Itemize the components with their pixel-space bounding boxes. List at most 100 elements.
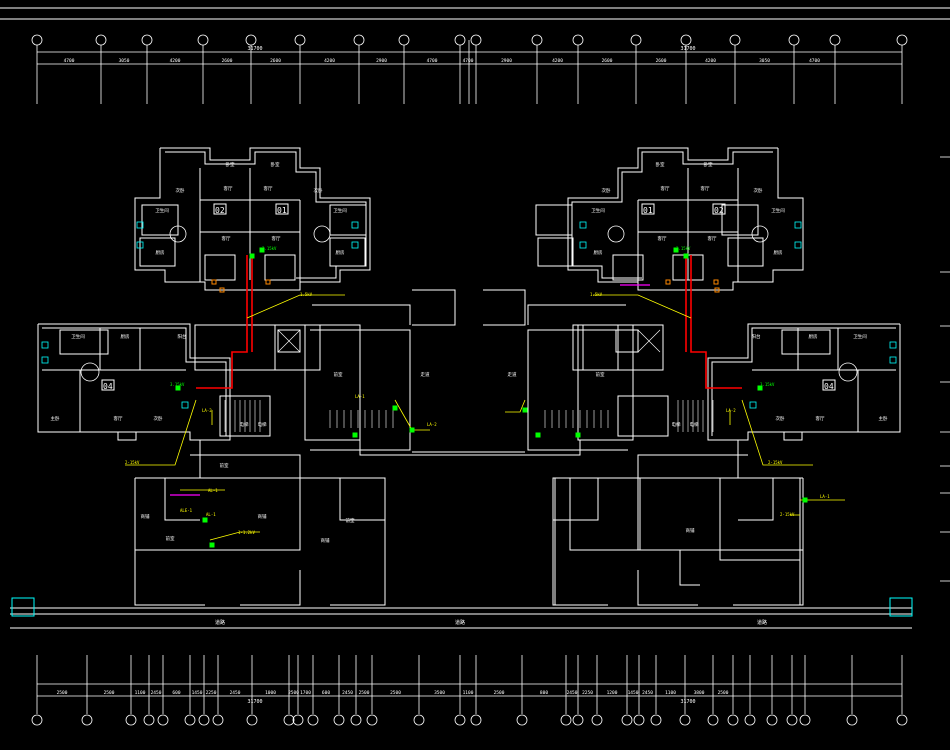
right-edge-ticks	[940, 156, 950, 582]
room-label: 前室	[346, 517, 355, 524]
equipment-marker	[352, 432, 358, 438]
room-label: 卫生间	[853, 333, 867, 340]
dimension-value: 2250	[582, 690, 593, 696]
fixture-marker	[351, 241, 359, 249]
room-label: 卫生间	[771, 207, 785, 214]
dimension-value: 2500	[718, 690, 729, 696]
axis-bubble	[896, 714, 908, 726]
room-label: 客厅	[272, 235, 281, 242]
axis-bubble	[454, 714, 466, 726]
bath-room	[721, 204, 759, 236]
equipment-label: LA-2	[202, 408, 212, 413]
axis-bubble	[846, 714, 858, 726]
fixture-marker	[794, 241, 802, 249]
dimension-value: 2250	[206, 690, 217, 696]
equipment-marker	[392, 405, 398, 411]
room-label: 卫生间	[333, 207, 347, 214]
equipment-marker	[683, 253, 689, 259]
dimension-value: 600	[172, 690, 180, 696]
bath-room	[781, 329, 831, 355]
street-label-center: 道路	[455, 619, 465, 626]
yellow-leader	[505, 399, 526, 413]
axis-bubble	[198, 714, 210, 726]
dimension-value: 1100	[135, 690, 146, 696]
equipment-marker	[757, 385, 763, 391]
building-walls	[37, 40, 901, 606]
room-label: 客厅	[701, 185, 710, 192]
podium-wall	[555, 477, 641, 551]
equipment-marker	[209, 542, 215, 548]
room-label: 电梯	[690, 421, 699, 428]
dimension-value: 4200	[552, 58, 563, 64]
equipment-marker	[522, 407, 528, 413]
equipment-label: LA-2	[427, 422, 437, 427]
dimension-value: 3050	[759, 58, 770, 64]
equipment-label: LA-1	[355, 394, 365, 399]
axis-bubble	[353, 34, 365, 46]
equipment-label: 1.5kV	[590, 292, 603, 297]
room-label: 客厅	[661, 185, 670, 192]
orange-marker	[713, 279, 719, 285]
equipment-label: 2-15kV	[780, 512, 795, 517]
door-swing	[313, 225, 331, 243]
bath-room	[59, 329, 109, 355]
bottom-dimension-total-right: 31700	[680, 699, 695, 705]
orange-marker	[265, 279, 271, 285]
equipment-marker	[202, 517, 208, 523]
equipment-label: 3.15kV	[760, 382, 775, 387]
unit-label: 02	[215, 206, 225, 215]
axis-bubble	[633, 714, 645, 726]
axis-bubble	[350, 714, 362, 726]
equipment-marker	[259, 247, 265, 253]
room-label: 阳台	[178, 333, 187, 340]
room-label: 厨房	[774, 249, 783, 256]
room-label: 厨房	[121, 333, 130, 340]
corridor-inner	[527, 329, 628, 451]
equipment-marker	[535, 432, 541, 438]
room	[329, 237, 366, 267]
axis-bubble	[896, 34, 908, 46]
bath-room	[535, 204, 573, 236]
axis-bubble	[125, 714, 137, 726]
unit-04-outline	[707, 323, 901, 441]
dimension-value: 1100	[463, 690, 474, 696]
axis-bubble	[283, 714, 295, 726]
room-label: 厨房	[809, 333, 818, 340]
equipment-label: 1-1.2kV	[238, 530, 255, 535]
door-swing	[838, 362, 858, 382]
dimension-value: 3050	[119, 58, 130, 64]
axis-bubble	[141, 34, 153, 46]
tower-outline	[134, 147, 371, 291]
room-label: 走道	[421, 371, 430, 378]
axis-bubble	[727, 714, 739, 726]
bottom-dimension-chain	[37, 683, 902, 697]
dimension-value: 1450	[192, 690, 203, 696]
elevator-x	[637, 329, 661, 353]
bath-room	[329, 204, 367, 236]
tower-inner-wall	[571, 151, 773, 279]
room-label: 次卧	[154, 415, 163, 422]
room-label: 走道	[508, 371, 517, 378]
podium-wall	[164, 478, 200, 521]
axis-bubble	[398, 34, 410, 46]
top-dimension-chain	[37, 51, 902, 65]
equipment-label: 3.15kV	[262, 246, 277, 251]
fixture-marker	[351, 221, 359, 229]
axis-bubble	[572, 714, 584, 726]
orange-marker	[211, 279, 217, 285]
room-label: 客厅	[658, 235, 667, 242]
equipment-label: AL-1	[208, 488, 218, 493]
equipment-label: AL-1	[206, 512, 216, 517]
room-label: 前室	[334, 371, 343, 378]
equipment-label: 1.5kV	[300, 292, 313, 297]
dimension-value: 1450	[628, 690, 639, 696]
room-label: 次卧	[754, 187, 763, 194]
room-label: 客厅	[114, 415, 123, 422]
room-label: 次卧	[314, 187, 323, 194]
dimension-value: 2450	[230, 690, 241, 696]
axis-bubble	[729, 34, 741, 46]
elevator-car	[277, 329, 301, 353]
axis-bubble	[621, 714, 633, 726]
podium-wall	[719, 478, 800, 561]
